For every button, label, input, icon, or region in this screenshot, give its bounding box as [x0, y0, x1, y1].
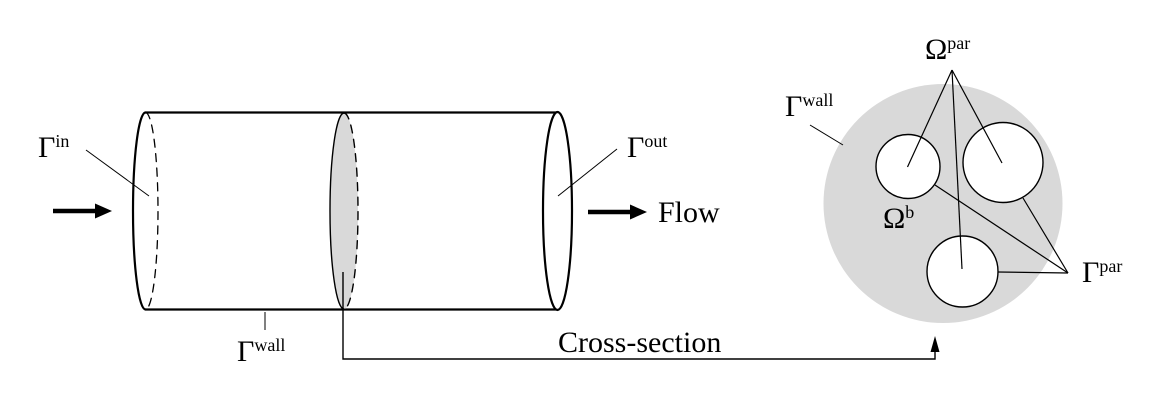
inlet-flow-arrow	[53, 203, 112, 219]
omega-par-pointer-bottom	[951, 69, 963, 270]
mid-ellipse-fill	[330, 113, 358, 309]
gamma-wall-section-sup: wall	[802, 90, 833, 110]
outlet-arrowhead	[630, 204, 647, 220]
inlet-arrowhead	[95, 203, 112, 219]
gamma-out-label: Γout	[627, 131, 667, 164]
omega-b-label: Ωb	[883, 202, 914, 235]
gamma-wall-section-base: Γ	[785, 90, 802, 123]
mid-ellipse-dashed-arc	[343, 112, 359, 310]
gamma-in-base: Γ	[38, 131, 55, 164]
gamma-par-sup: par	[1099, 256, 1122, 276]
gamma-par-pointer-bottom	[997, 271, 1069, 274]
gamma-par-base: Γ	[1082, 256, 1099, 289]
mid-cross-section-ellipse	[329, 112, 359, 310]
omega-par-sup: par	[947, 33, 970, 53]
omega-par-pointer-lines	[906, 69, 1003, 270]
omega-par-pointer-left	[906, 69, 953, 168]
gamma-par-pointer-lines	[934, 184, 1069, 274]
gamma-out-pointer-line	[557, 148, 618, 197]
flow-label: Flow	[658, 196, 720, 229]
gamma-wall-pipe-base: Γ	[237, 335, 254, 368]
omega-b-sup: b	[905, 202, 914, 222]
outlet-flow-arrow	[588, 204, 647, 220]
omega-b-base: Ω	[883, 202, 905, 235]
inlet-ellipse-solid-arc	[131, 111, 147, 311]
pipe-cylinder	[131, 110, 574, 312]
gamma-par-pointer-right	[1022, 197, 1069, 274]
outlet-ellipse	[541, 110, 574, 312]
section-diagram	[809, 69, 1069, 323]
omega-par-pointer-right	[951, 69, 1003, 164]
gamma-in-sup: in	[55, 131, 69, 151]
gamma-wall-pipe-sup: wall	[254, 335, 285, 355]
mid-ellipse-solid-arc	[329, 112, 345, 310]
cross-section-connector	[342, 272, 940, 360]
gamma-wall-section-label: Γwall	[785, 90, 833, 123]
omega-par-base: Ω	[925, 33, 947, 66]
gamma-wall-pipe-label: Γwall	[237, 335, 285, 368]
connector-arrowhead	[930, 336, 940, 352]
gamma-par-pointer-left	[934, 184, 1069, 274]
inlet-ellipse-dashed-arc	[144, 111, 159, 311]
particle-circle-right	[962, 121, 1044, 204]
connector-elbow-line	[342, 272, 936, 360]
particle-circle-bottom	[926, 235, 999, 308]
gamma-out-base: Γ	[627, 131, 644, 164]
cross-section-label: Cross-section	[558, 326, 721, 359]
gamma-in-label: Γin	[38, 131, 69, 164]
gamma-wall-section-pointer-line	[809, 124, 844, 146]
gamma-in-pointer-line	[85, 149, 150, 197]
omega-par-label: Ωpar	[925, 33, 970, 66]
gamma-par-label: Γpar	[1082, 256, 1122, 289]
gamma-out-sup: out	[644, 131, 667, 151]
